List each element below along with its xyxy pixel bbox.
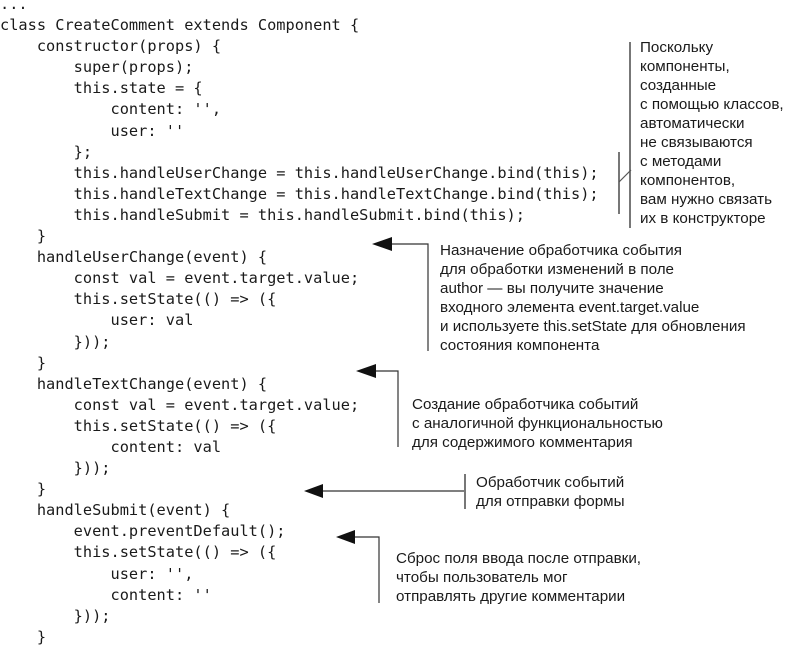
annotation-line: состояния компонента [440, 337, 600, 354]
code-line: this.state = { [0, 79, 203, 98]
code-line: } [0, 227, 47, 246]
user-change-callout-line [392, 243, 429, 351]
annotation-line: с методами [640, 153, 722, 170]
code-line: user: val [0, 311, 194, 330]
code-line: } [0, 480, 47, 499]
code-line: constructor(props) { [0, 37, 222, 56]
code-line: this.handleUserChange = this.handleUserC… [0, 163, 599, 182]
text-change-arrowhead-icon [356, 364, 376, 378]
code-line: this.setState(() => ({ [0, 290, 277, 309]
code-line: const val = event.target.value; [0, 395, 360, 414]
annotation-line: Обработчик событий [476, 474, 625, 491]
text-change-callout-line [376, 370, 399, 447]
annotation-reset-fields: Сброс поля ввода после отправки, чтобы п… [396, 549, 641, 606]
bind-note-connector [618, 169, 632, 183]
annotation-bind-methods: Поскольку компоненты, созданные с помощь… [640, 38, 784, 228]
annotation-line: автоматически [640, 115, 745, 132]
code-line: content: val [0, 437, 222, 456]
user-change-arrowhead-icon [372, 237, 392, 251]
callout-overlay [304, 42, 632, 603]
code-line: this.handleTextChange = this.handleTextC… [0, 184, 599, 203]
reset-callout-line [355, 536, 380, 603]
code-line: content: '' [0, 585, 212, 604]
code-line: })); [0, 606, 111, 625]
code-line: event.preventDefault(); [0, 522, 286, 541]
code-line: this.setState(() => ({ [0, 543, 277, 562]
annotation-line: их в конструкторе [640, 210, 766, 227]
annotation-line: компоненты, [640, 58, 730, 75]
annotation-line: Сброс поля ввода после отправки, [396, 550, 642, 567]
code-line: ... [0, 0, 28, 13]
code-line: })); [0, 332, 111, 351]
code-line: }; [0, 142, 93, 161]
annotation-line: не связываются [640, 134, 753, 151]
code-line: handleSubmit(event) { [0, 501, 231, 520]
annotation-line: отправлять другие комментарии [396, 588, 626, 605]
annotation-line: чтобы пользователь мог [396, 569, 568, 586]
annotation-line: для обработки изменений в поле [440, 261, 674, 278]
annotation-line: Назначение обработчика события [440, 242, 682, 259]
annotation-line: Поскольку [640, 39, 714, 56]
code-line: class CreateComment extends Component { [0, 16, 360, 35]
code-line: content: '', [0, 100, 222, 119]
annotation-line: для отправки формы [476, 493, 625, 510]
annotation-user-change-handler: Назначение обработчика события для обраб… [440, 241, 746, 355]
annotation-line: с аналогичной функциональностью [412, 415, 663, 432]
annotation-line: вам нужно связать [640, 191, 773, 208]
code-line: user: '', [0, 564, 194, 583]
code-line: handleTextChange(event) { [0, 374, 268, 393]
annotation-submit-handler: Обработчик событий для отправки формы [476, 473, 625, 511]
code-line: handleUserChange(event) { [0, 248, 268, 267]
code-line: const val = event.target.value; [0, 269, 360, 288]
code-line: })); [0, 459, 111, 478]
code-line: super(props); [0, 58, 194, 77]
annotation-line: входного элемента event.target.value [440, 299, 700, 316]
code-line: } [0, 353, 47, 372]
code-line: this.setState(() => ({ [0, 416, 277, 435]
annotation-line: созданные [640, 77, 717, 94]
code-listing: ... class CreateComment extends Component… [0, 0, 599, 646]
annotation-line: компонентов, [640, 172, 736, 189]
annotation-line: author — вы получите значение [440, 280, 664, 297]
annotation-line: для содержимого комментария [412, 434, 633, 451]
annotation-text-change-handler: Создание обработчика событий с аналогичн… [412, 395, 663, 452]
annotation-line: и используете this.setState для обновлен… [440, 318, 746, 335]
reset-arrowhead-icon [336, 530, 355, 544]
submit-arrowhead-icon [304, 484, 323, 498]
annotation-line: Создание обработчика событий [412, 396, 639, 413]
code-line: this.handleSubmit = this.handleSubmit.bi… [0, 205, 525, 224]
code-line: user: '' [0, 121, 185, 140]
annotation-line: с помощью классов, [640, 96, 784, 113]
